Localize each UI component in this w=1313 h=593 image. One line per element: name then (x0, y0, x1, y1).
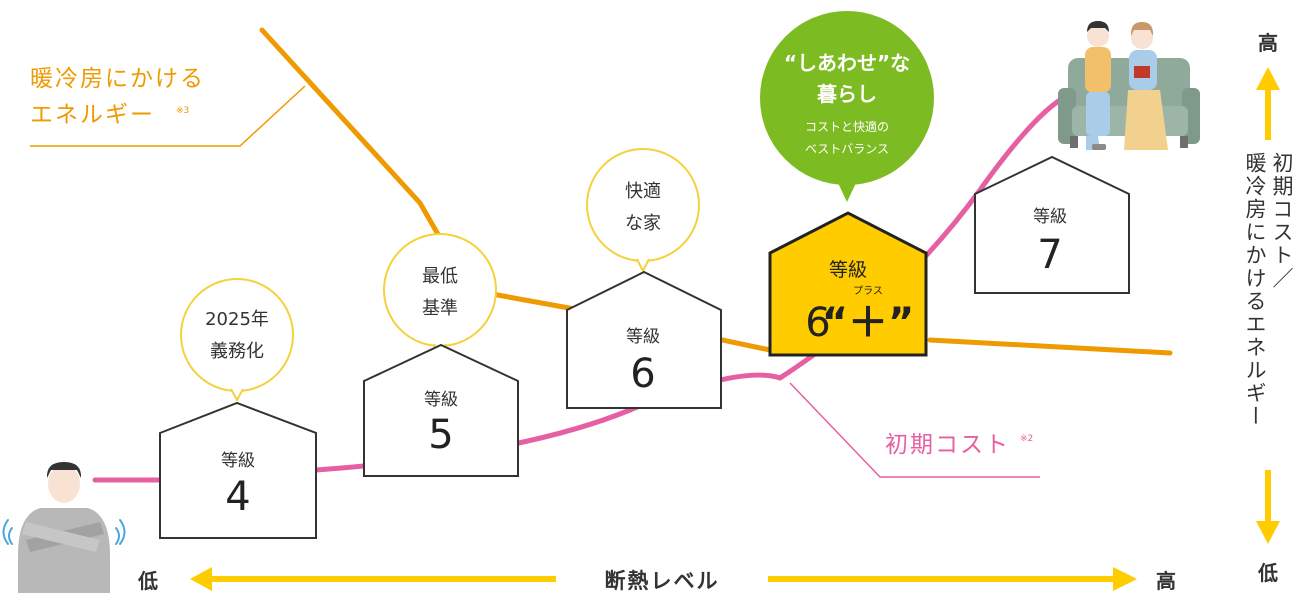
bubble-mandatory-line1: 2025年 (205, 309, 269, 330)
house-grade-6plus: 等級 プラス 6 “＋” (768, 211, 928, 357)
y-axis-title-col2: 暖冷房にかけるエネルギー (1243, 152, 1267, 428)
house-grade-6plus-ruby: プラス (853, 285, 883, 297)
house-grade-6-label: 等級 (626, 327, 660, 347)
house-grade-4: 等級 4 (159, 401, 317, 539)
cost-line (313, 97, 1063, 473)
house-grade-5-number: 5 (428, 412, 453, 458)
house-grade-7-label: 等級 (1033, 207, 1067, 227)
house-grade-4-label: 等級 (221, 451, 255, 471)
house-grade-5: 等級 5 (363, 343, 519, 477)
house-grade-4-number: 4 (225, 474, 250, 520)
cold-person-icon (2, 462, 126, 593)
bubble-happy-line3: コストと快適の (805, 119, 889, 134)
bubble-minimum-line2: 基準 (422, 298, 458, 319)
cost-label-text: 初期コスト (885, 432, 1010, 458)
cost-label-note: ※2 (1020, 434, 1033, 444)
house-grade-6: 等級 6 (566, 270, 722, 409)
bubble-happy: “しあわせ”な 暮らし コストと快適の ベストバランス (760, 11, 934, 202)
bubble-minimum: 最低 基準 (383, 233, 497, 359)
bubble-comfortable-line1: 快適 (625, 181, 661, 202)
energy-label-line1: 暖冷房にかける (30, 66, 205, 92)
house-grade-6plus-number: 6 (805, 300, 830, 346)
bubble-mandatory: 2025年 義務化 (180, 278, 294, 403)
house-grade-6plus-plus: “＋” (822, 300, 915, 346)
energy-label-note: ※3 (176, 106, 189, 116)
x-axis-high: 高 (1156, 569, 1176, 593)
bubble-comfortable: 快適 な家 (586, 148, 700, 274)
house-grade-7: 等級 7 (974, 155, 1130, 294)
y-axis-high: 高 (1258, 31, 1278, 55)
y-axis-low: 低 (1257, 561, 1278, 585)
y-axis: 高 初期コスト／ 暖冷房にかけるエネルギー 低 (1243, 31, 1294, 585)
couple-on-sofa-icon (1058, 21, 1200, 150)
house-grade-5-label: 等級 (424, 390, 458, 410)
cost-curve: 初期コスト ※2 (92, 97, 1063, 483)
bubble-happy-line4: ベストバランス (805, 142, 889, 156)
energy-line-tail (927, 337, 1173, 356)
y-axis-title-col1: 初期コスト／ (1270, 152, 1294, 290)
house-grade-6plus-label: 等級 (829, 259, 867, 281)
energy-leader-line (30, 85, 306, 147)
energy-label-line2: エネルギー (30, 102, 155, 128)
house-grade-6-number: 6 (630, 351, 655, 397)
cost-leader-line (789, 382, 1040, 478)
house-grade-7-number: 7 (1037, 232, 1062, 278)
bubble-happy-line1: “しあわせ”な (784, 51, 910, 75)
x-axis-title: 断熱レベル (605, 569, 720, 593)
bubble-comfortable-line2: な家 (625, 213, 661, 234)
x-axis: 低 断熱レベル 高 (137, 567, 1176, 593)
bubble-minimum-line1: 最低 (422, 266, 458, 287)
x-axis-low: 低 (137, 569, 158, 593)
bubble-happy-line2: 暮らし (816, 82, 877, 106)
bubble-mandatory-line2: 義務化 (210, 341, 264, 362)
